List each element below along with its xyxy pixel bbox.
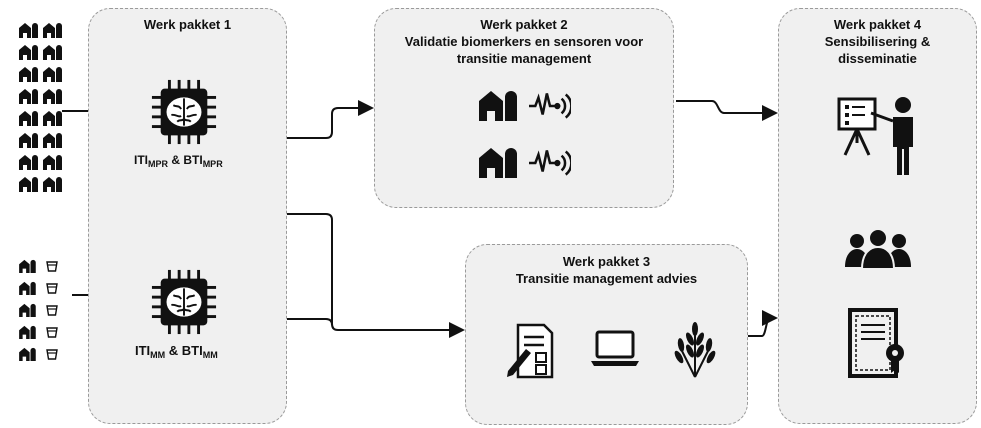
work-package-3-panel: Werk pakket 3 Transitie management advie… (465, 244, 748, 425)
barn-bucket-icons (19, 259, 58, 361)
presenter-icon (837, 97, 913, 175)
wp4-subtitle-1: Sensibilisering & (824, 34, 931, 49)
work-package-2-panel: Werk pakket 2 Validatie biomerkers en se… (374, 8, 674, 208)
brain-chip-icon (150, 268, 218, 336)
laptop-icon (591, 330, 639, 366)
work-package-4-panel: Werk pakket 4 Sensibilisering & dissemin… (778, 8, 977, 424)
barn-icon (479, 91, 517, 121)
wp4-subtitle-2: disseminatie (838, 51, 917, 66)
farm-icons-top (18, 20, 66, 205)
certificate-icon (848, 308, 904, 378)
farm-icons-bottom (18, 257, 66, 372)
wp2-subtitle-2: transitie management (456, 51, 592, 66)
arrow-wp1-bottom (287, 318, 333, 326)
wp1-label-bottom: ITIMM & BTIMM (135, 343, 218, 360)
wp1-label-top: ITIMPR & BTIMPR (134, 153, 223, 169)
barn-icon (19, 23, 62, 192)
wp4-title: Werk pakket 4 (833, 17, 922, 32)
arrow-wp1-mid (287, 213, 465, 338)
wp2-subtitle-1: Validatie biomerkers en sensoren voor (404, 34, 644, 49)
wp3-subtitle: Transitie management advies (515, 271, 698, 286)
arrow-wp2-to-wp4 (676, 100, 778, 121)
wp2-title: Werk pakket 2 (480, 17, 568, 32)
barn-icon (479, 148, 517, 178)
wheat-icon (674, 322, 716, 378)
document-sign-icon (507, 323, 554, 379)
wp1-title: Werk pakket 1 (143, 17, 232, 32)
brain-chip-icon (150, 78, 218, 146)
wp3-title: Werk pakket 3 (562, 254, 651, 269)
sensor-signal-icon (529, 149, 571, 176)
arrow-wp3-to-wp4 (748, 310, 778, 337)
sensor-signal-icon (529, 92, 571, 119)
group-icon (845, 228, 911, 269)
work-package-1-panel: Werk pakket 1 ITIMPR & BTIMPR ITIMM & BT… (88, 8, 287, 424)
arrow-wp1-to-wp2 (287, 100, 374, 139)
